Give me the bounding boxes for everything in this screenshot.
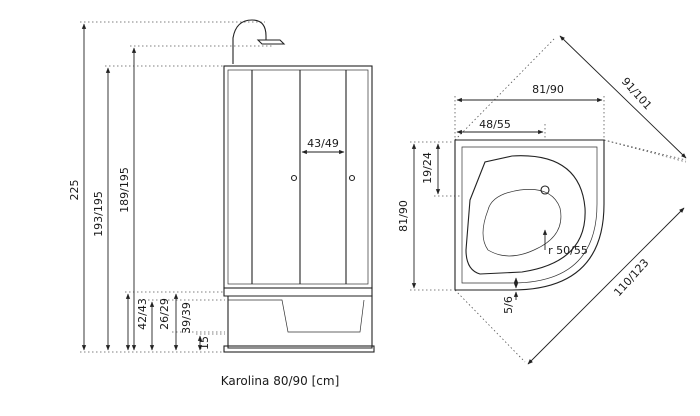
outer-width-label: 81/90 xyxy=(532,83,564,96)
radius-label: r 50/55 xyxy=(548,244,588,257)
panel-height-label: 189/195 xyxy=(118,167,131,213)
diagonal-b-label: 110/123 xyxy=(611,256,651,299)
drawing-caption: Karolina 80/90 [cm] xyxy=(221,374,340,388)
side-view-drawing xyxy=(80,19,375,353)
inner-width-label: 48/55 xyxy=(479,118,511,131)
edge-offset-label: 5/6 xyxy=(502,296,515,314)
tray-height-a-label: 42/43 xyxy=(136,298,149,330)
tray-height-b-label: 26/29 xyxy=(158,298,171,330)
top-view-drawing xyxy=(410,35,687,365)
drain-offset-label: 19/24 xyxy=(421,152,434,184)
door-width-label: 43/49 xyxy=(307,137,339,150)
diagonal-a-label: 91/101 xyxy=(619,75,655,112)
foot-height-label: 15 xyxy=(198,336,211,350)
tray-height-c-label: 39/39 xyxy=(180,302,193,334)
cabin-height-label: 193/195 xyxy=(92,191,105,237)
total-height-label: 225 xyxy=(68,180,81,201)
depth-label: 81/90 xyxy=(397,200,410,232)
